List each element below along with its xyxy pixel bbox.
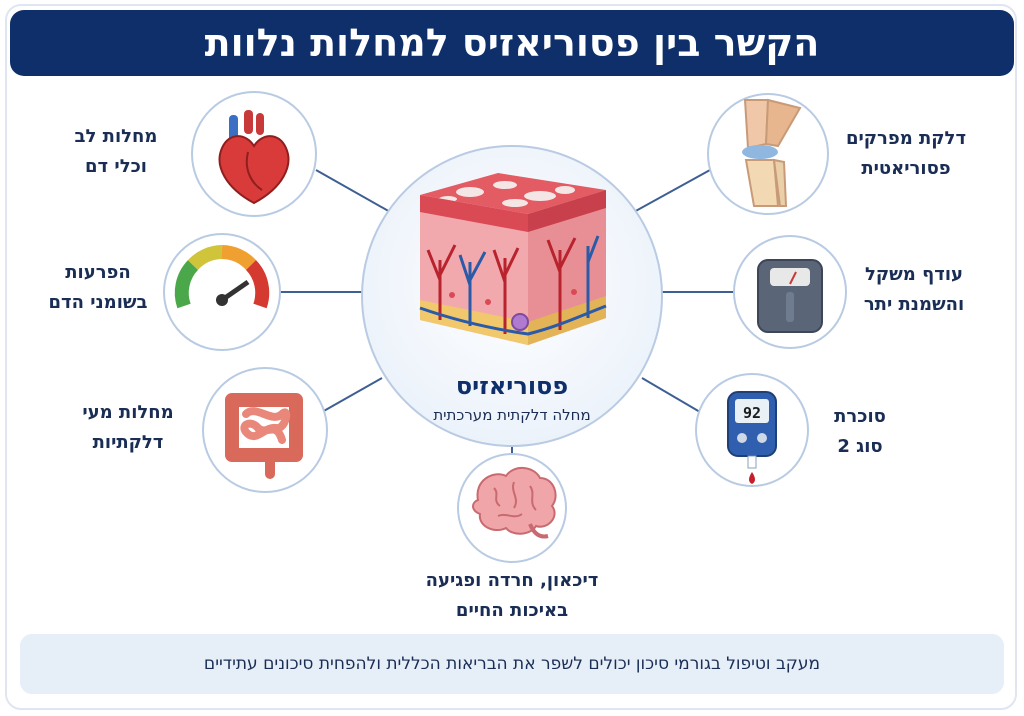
label-brain: דיכאון, חרדה ופגיעה באיכות החיים [392,566,632,626]
scale-icon [757,259,823,333]
brain-icon [472,467,557,539]
glucometer-icon [727,391,777,484]
label-heart: מחלות לב וכלי דם [46,122,186,182]
footer-note: מעקב וטיפול בגורמי סיכון יכולים לשפר את … [203,654,821,674]
label-bowel-line1: מחלות מעי [82,402,174,423]
knee-joint-icon [742,98,802,207]
label-arthritis-line1: דלקת מפרקים [845,128,967,149]
label-weight: עודף משקל והשמנת יתר [834,260,994,320]
connector-arthritis [631,169,711,214]
gauge-icon [174,245,270,309]
connector-diabetes [641,377,701,413]
label-bowel-line2: דלקתיות [92,432,164,453]
label-heart-line2: וכלי דם [85,156,147,177]
intestine-icon [225,393,303,479]
label-arthritis-line2: פסוריאטית [861,158,951,179]
label-brain-line2: באיכות החיים [455,600,569,621]
title-bar [10,10,1014,76]
footer-box [20,634,1004,694]
label-weight-line1: עודף משקל [865,264,963,285]
heart-icon [218,110,290,205]
center-subtitle: מחלה דלקתית מערכתית [433,406,591,424]
skin-cross-section-icon [419,173,607,345]
label-bowel: מחלות מעי דלקתיות [58,398,198,458]
label-brain-line1: דיכאון, חרדה ופגיעה [425,570,599,591]
page-title: הקשר בין פסוריאזיס למחלות נלוות [204,21,820,65]
label-arthritis: דלקת מפרקים פסוריאטית [826,124,986,184]
connector-bowel [321,377,383,413]
label-heart-line1: מחלות לב [74,126,158,147]
center-title: פסוריאזיס [455,372,569,400]
label-diabetes-line2: סוג 2 [837,436,883,457]
label-diabetes-line1: סוכרת [834,406,886,427]
label-lipids: הפרעות בשומני הדם [28,258,168,318]
label-lipids-line2: בשומני הדם [48,292,148,313]
connector-heart [315,169,393,214]
label-lipids-line1: הפרעות [65,262,131,283]
glucometer-reading: 92 [743,404,761,422]
label-diabetes: סוכרת סוג 2 [790,402,930,462]
label-weight-line2: והשמנת יתר [863,294,965,315]
